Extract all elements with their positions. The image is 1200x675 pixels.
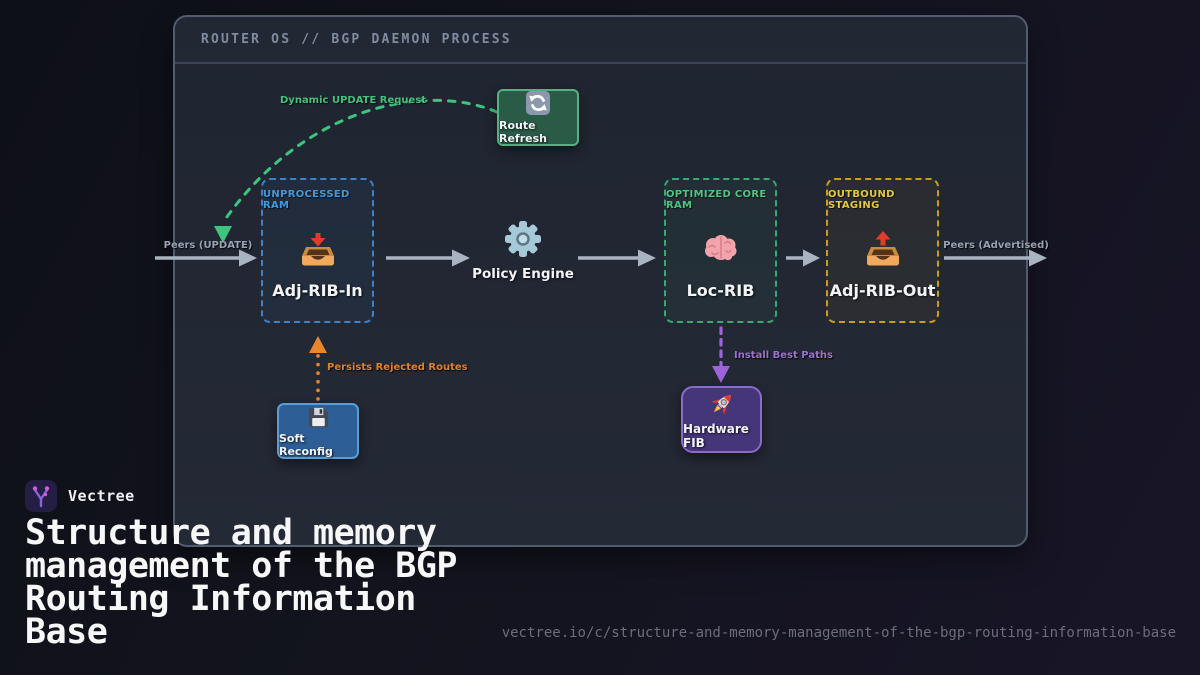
edge-label-persists-rejected-routes: Persists Rejected Routes [327,362,468,373]
edge-label-dynamic-update-request: Dynamic UPDATE Request [280,95,427,106]
edge-label-install-best-paths: Install Best Paths [734,350,833,361]
node-label: Adj-RIB-Out [829,281,936,300]
brand[interactable]: Vectree [25,480,135,512]
node-soft-reconfig: Soft Reconfig [277,403,359,459]
page-title-line: Structure and memory [25,513,437,553]
ram-badge: OPTIMIZED CORE RAM [666,189,767,211]
node-label: Loc-RIB [686,281,755,300]
edge-label-peers-advertised: Peers (Advertised) [943,240,1049,251]
panel-title: ROUTER OS // BGP DAEMON PROCESS [201,32,512,47]
node-label: Hardware FIB [683,422,749,450]
node-adj-rib-out: OUTBOUND STAGING Adj-RIB-Out [826,178,939,323]
page-url: vectree.io/c/structure-and-memory-manage… [501,625,1176,641]
outbox-tray-icon [861,229,905,269]
node-adj-rib-in: UNPROCESSED RAM Adj-RIB-In [261,178,374,323]
node-loc-rib: OPTIMIZED CORE RAM Loc-RIB [664,178,777,323]
refresh-icon [525,90,551,116]
brain-icon [699,229,743,269]
panel-header: ROUTER OS // BGP DAEMON PROCESS [175,17,1026,64]
ram-badge: OUTBOUND STAGING [828,189,895,211]
inbox-tray-icon [296,229,340,269]
node-hardware-fib: Hardware FIB [681,386,762,453]
rocket-icon [707,389,737,419]
node-label: Soft Reconfig [279,431,333,458]
floppy-disk-icon [306,405,331,430]
node-route-refresh: Route Refresh [497,89,579,146]
vectree-logo-icon [25,480,57,512]
brand-name: Vectree [68,487,135,505]
edge-label-peers-update: Peers (UPDATE) [163,240,253,251]
page-title: Structure and memory management of the B… [25,513,458,652]
page-title-line: management of the BGP [25,546,458,586]
node-label: Route Refresh [499,119,547,145]
ram-badge: UNPROCESSED RAM [263,189,350,211]
node-policy-engine: Policy Engine [463,218,583,282]
gear-icon [502,218,544,260]
node-label: Policy Engine [472,266,574,282]
page-title-line: Routing Information [25,579,416,619]
page-title-line: Base [25,612,108,652]
node-label: Adj-RIB-In [272,281,363,300]
